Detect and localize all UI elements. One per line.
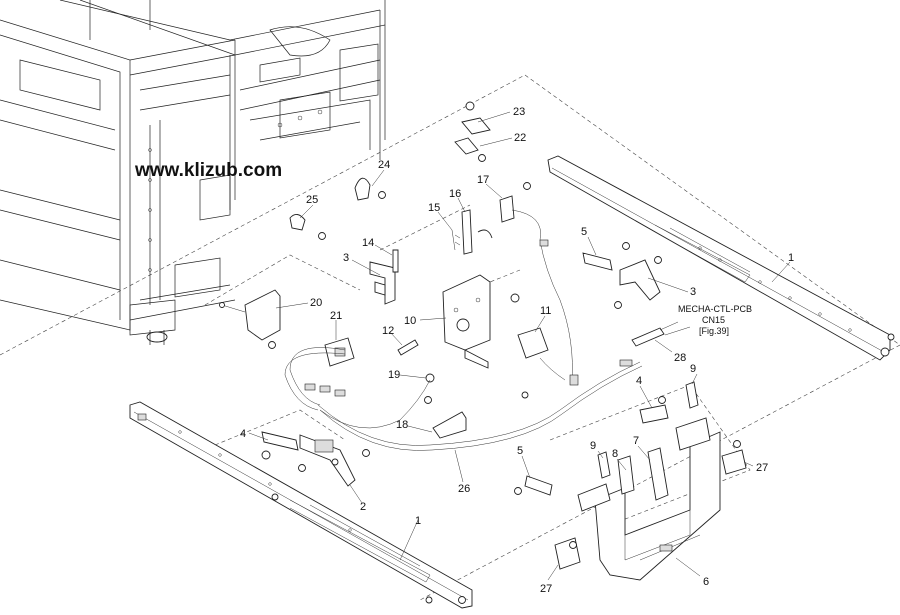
callout-20: 20 [310, 297, 322, 309]
callout-1-right: 1 [788, 252, 794, 264]
callout-9-bottom: 9 [590, 440, 596, 452]
callout-8: 8 [612, 448, 618, 460]
bracket-3-right [614, 256, 662, 309]
callout-5-top: 5 [581, 226, 587, 238]
callout-10: 10 [404, 315, 416, 327]
callout-5-bottom: 5 [517, 445, 523, 457]
connector-note-line2: CN15 [702, 315, 725, 325]
callout-4-right: 4 [636, 375, 642, 387]
harness-28 [631, 321, 679, 347]
watermark-text: www.klizub.com [134, 160, 282, 181]
callout-21: 21 [330, 310, 342, 322]
connector-note-line3: [Fig.39] [699, 326, 729, 336]
callout-23: 23 [513, 106, 525, 118]
spring-15-bracket-16 [451, 209, 493, 255]
plate-4-right [639, 396, 669, 424]
bracket-10 [442, 274, 520, 369]
cover-27 [554, 440, 747, 570]
callout-24: 24 [378, 159, 390, 171]
pin-12 [397, 339, 419, 356]
callout-16: 16 [449, 188, 461, 200]
callout-7: 7 [633, 435, 639, 447]
callout-6: 6 [703, 576, 709, 588]
callout-4-left: 4 [240, 428, 246, 440]
harness-26 [284, 347, 643, 451]
connector-21 [324, 337, 355, 367]
callout-15: 15 [428, 202, 440, 214]
callout-2: 2 [360, 501, 366, 513]
assembly-planes [0, 74, 900, 601]
callout-26: 26 [458, 483, 470, 495]
callout-22: 22 [514, 132, 526, 144]
connector-note-line1: MECHA-CTL-PCB [678, 304, 752, 314]
callout-labels: 1 1 2 3 3 4 4 5 5 6 7 8 9 9 10 11 12 14 … [240, 106, 794, 595]
pin-9-right [685, 381, 699, 409]
connector-note: MECHA-CTL-PCB CN15 [Fig.39] [678, 304, 752, 336]
leader-lines [248, 111, 791, 581]
parts-22-23-24-25 [289, 101, 491, 240]
plate-4-left [261, 431, 370, 501]
callout-14: 14 [362, 237, 374, 249]
plate-5-top [582, 242, 630, 271]
callout-28: 28 [674, 352, 686, 364]
callout-27-bottom: 27 [540, 583, 552, 595]
callout-11: 11 [540, 305, 551, 317]
rail-1-bottom [129, 401, 473, 609]
plate-5-bottom [514, 475, 553, 496]
rail-1-right [547, 155, 895, 361]
callout-12: 12 [382, 325, 394, 337]
machine-frame [0, 0, 386, 345]
bracket-7-8 [617, 447, 669, 501]
callout-19: 19 [388, 369, 400, 381]
bracket-2 [299, 434, 356, 487]
callout-25: 25 [306, 194, 318, 206]
callout-3-right: 3 [690, 286, 696, 298]
callout-9-right: 9 [690, 363, 696, 375]
bracket-3-center [369, 249, 399, 305]
pin-9-bottom [597, 451, 611, 479]
sensor-17 [499, 182, 579, 386]
solenoid-11 [517, 327, 566, 399]
callout-3-center: 3 [343, 252, 349, 264]
frame-6 [577, 417, 721, 581]
bracket-20 [219, 289, 281, 349]
part-19-bracket-18 [424, 373, 467, 439]
callout-27-right: 27 [756, 462, 768, 474]
callout-1-bottom: 1 [415, 515, 421, 527]
callout-17: 17 [477, 174, 489, 186]
callout-18: 18 [396, 419, 408, 431]
